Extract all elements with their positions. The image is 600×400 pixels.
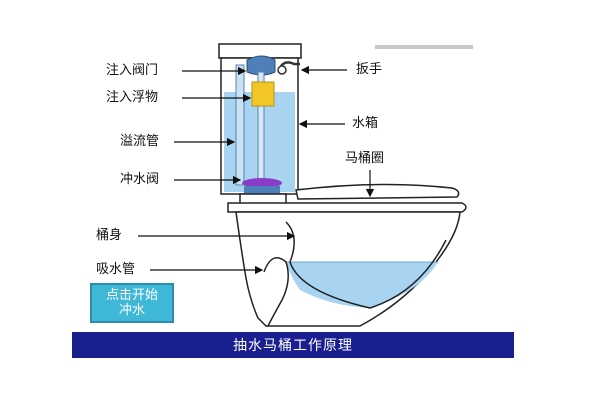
label-seat-ring: 马桶圈	[345, 151, 385, 166]
label-siphon-tube: 吸水管	[96, 262, 136, 277]
flush-valve-seat	[244, 186, 280, 194]
title-bar: 抽水马桶工作原理	[72, 332, 514, 358]
label-flush-valve: 冲水阀	[120, 172, 160, 187]
seat-ring-shape	[295, 183, 460, 200]
inlet-valve-shape	[246, 55, 276, 76]
siphon-trap-shape	[263, 257, 289, 327]
label-inlet-valve: 注入阀门	[106, 63, 159, 78]
label-overflow-tube: 溢流管	[120, 134, 160, 149]
tank-lid	[218, 43, 302, 59]
bowl-inner	[285, 221, 447, 309]
overflow-tube-shape	[235, 64, 245, 186]
float-shape	[251, 81, 275, 107]
label-handle: 扳手	[356, 62, 383, 77]
bowl-rim	[227, 202, 467, 213]
label-float: 注入浮物	[106, 90, 159, 105]
flapper-shape	[242, 178, 282, 188]
diagram-title: 抽水马桶工作原理	[233, 338, 353, 354]
start-flush-button[interactable]: 点击开始冲水	[90, 283, 174, 323]
start-flush-button-label: 点击开始冲水	[105, 288, 158, 318]
handle-shape	[280, 61, 300, 67]
handle-knob	[277, 65, 287, 75]
label-tank: 水箱	[352, 116, 379, 131]
bowl-water	[286, 262, 438, 308]
watermark	[375, 36, 473, 49]
label-bowl-body: 桶身	[96, 228, 123, 243]
